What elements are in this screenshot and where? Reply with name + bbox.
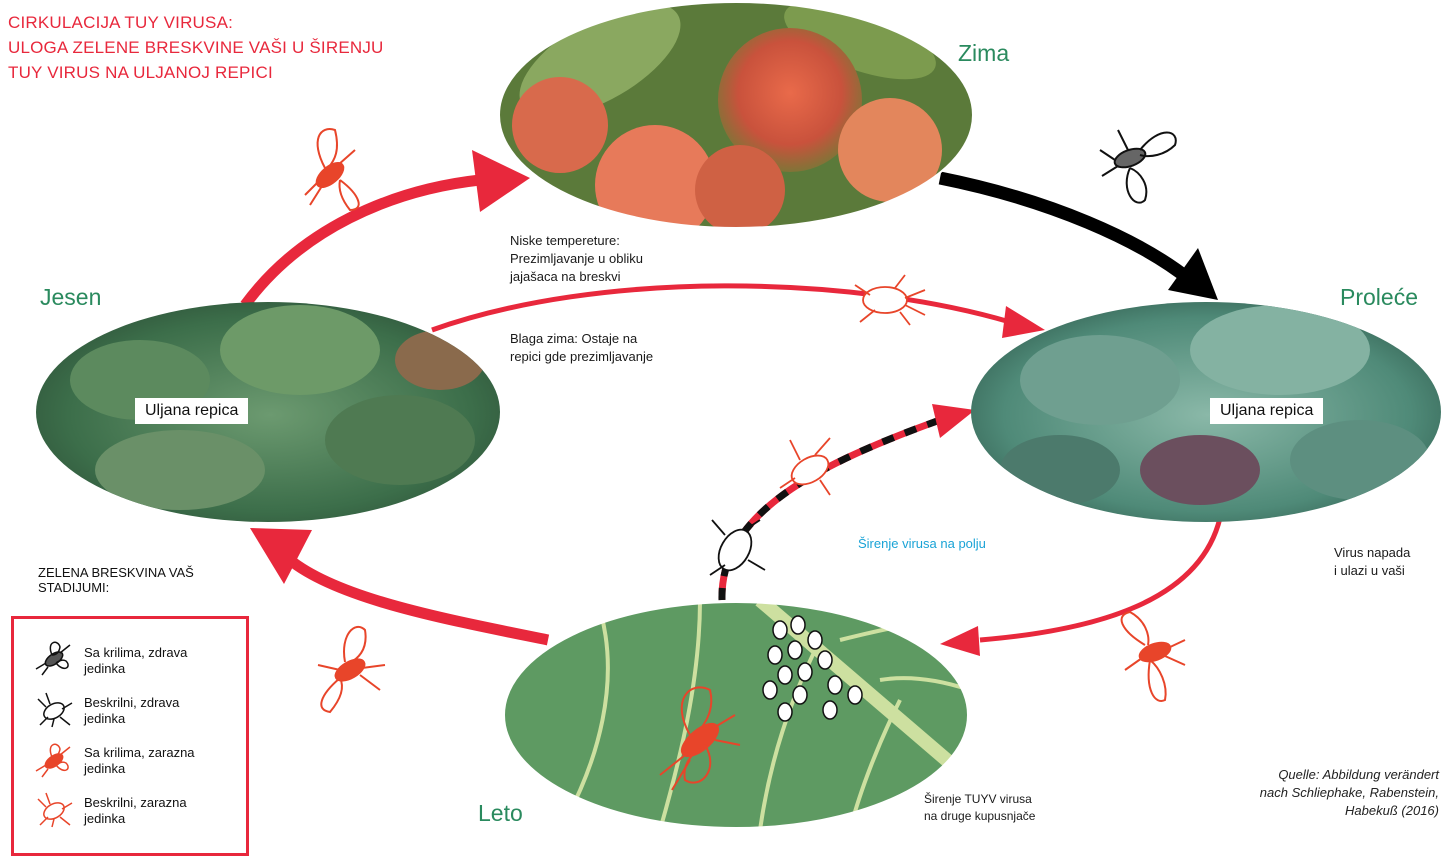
title-line-3: TUY VIRUS NA ULJANOJ REPICI [8,60,384,85]
legend-box: Sa krilima, zdrava jedinka Beskrilni, zd… [11,616,249,856]
legend-item-winged-healthy: Sa krilima, zdrava jedinka [84,645,187,677]
wingless-infectious-aphid-icon [32,789,76,829]
peach-image [495,0,977,245]
arrowhead-summer [940,626,980,656]
mild-winter-note: Blaga zima: Ostaje na repici gde preziml… [510,330,653,366]
orange-wingless-aphid-field-icon [780,438,833,495]
diagram-title: CIRKULACIJA TUY VIRUSA: ULOGA ZELENE BRE… [8,10,384,85]
title-line-2: ULOGA ZELENE BRESKVINE VAŠI U ŠIRENJU [8,35,384,60]
winged-healthy-aphid-icon [32,637,76,677]
arrow-winter-to-spring [940,178,1190,280]
season-summer: Leto [478,800,523,827]
orange-winged-aphid-top-icon [305,129,359,210]
tuyv-spread-note: Širenje TUYV virusa na druge kupusnjače [924,791,1035,825]
title-line-1: CIRKULACIJA TUY VIRUSA: [8,10,384,35]
arrowhead-field-spread [932,404,975,438]
spring-plant-label: Uljana repica [1210,398,1323,424]
autumn-rapeseed-image [30,300,510,530]
legend-item-wingless-infectious: Beskrilni, zarazna jedinka [84,795,187,827]
season-spring: Proleće [1340,284,1418,311]
legend-item-wingless-healthy: Beskrilni, zdrava jedinka [84,695,179,727]
season-winter: Zima [958,40,1009,67]
orange-winged-aphid-bottom-right-icon [1122,612,1185,701]
arrow-field-spread-red [722,420,940,600]
arrow-summer-to-autumn [290,560,548,640]
arrow-field-spread-dash [722,420,940,600]
season-autumn: Jesen [40,284,101,311]
field-spread-note: Širenje virusa na polju [858,536,986,551]
legend-item-winged-infectious: Sa krilima, zarazna jedinka [84,745,195,777]
winged-infectious-aphid-icon [32,739,76,779]
autumn-plant-label: Uljana repica [135,398,248,424]
black-winged-aphid-icon [1100,130,1176,203]
arrow-spring-to-summer [980,518,1220,640]
arrow-mild-winter [432,286,1010,330]
black-wingless-aphid-field-icon [710,520,765,576]
virus-attack-note: Virus napada i ulazi u vaši [1334,544,1410,580]
spring-rapeseed-image [965,300,1443,530]
low-temperature-note: Niske tempereture: Prezimljavanje u obli… [510,232,643,286]
source-credit: Quelle: Abbildung verändert nach Schliep… [1260,766,1439,820]
orange-winged-aphid-bottom-left-icon [318,627,385,712]
wingless-healthy-aphid-icon [32,689,76,729]
arrowhead-mild-winter [1002,306,1045,338]
arrowhead-autumn [250,528,312,584]
legend-title: ZELENA BRESKVINA VAŠ STADIJUMI: [38,565,194,595]
arrow-autumn-to-winter [245,180,480,305]
